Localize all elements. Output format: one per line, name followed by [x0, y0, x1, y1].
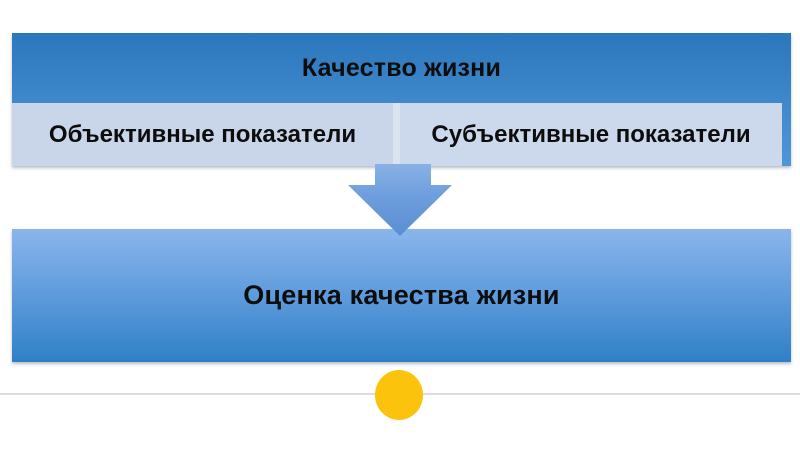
cells-divider — [393, 103, 400, 166]
quality-of-life-title-area: Качество жизни — [12, 33, 791, 103]
quality-of-life-title: Качество жизни — [301, 53, 502, 82]
down-arrow-icon — [348, 164, 452, 236]
yellow-dot-marker — [375, 370, 423, 420]
assessment-title: Оценка качества жизни — [243, 280, 560, 310]
quality-of-life-box: Качество жизни Объективные показатели Су… — [12, 33, 791, 166]
objective-indicators-cell: Объективные показатели — [12, 103, 393, 166]
assessment-box: Оценка качества жизни — [12, 229, 791, 362]
indicator-cells-row: Объективные показатели Субъективные пока… — [12, 103, 791, 166]
subjective-indicators-cell: Субъективные показатели — [400, 103, 782, 166]
